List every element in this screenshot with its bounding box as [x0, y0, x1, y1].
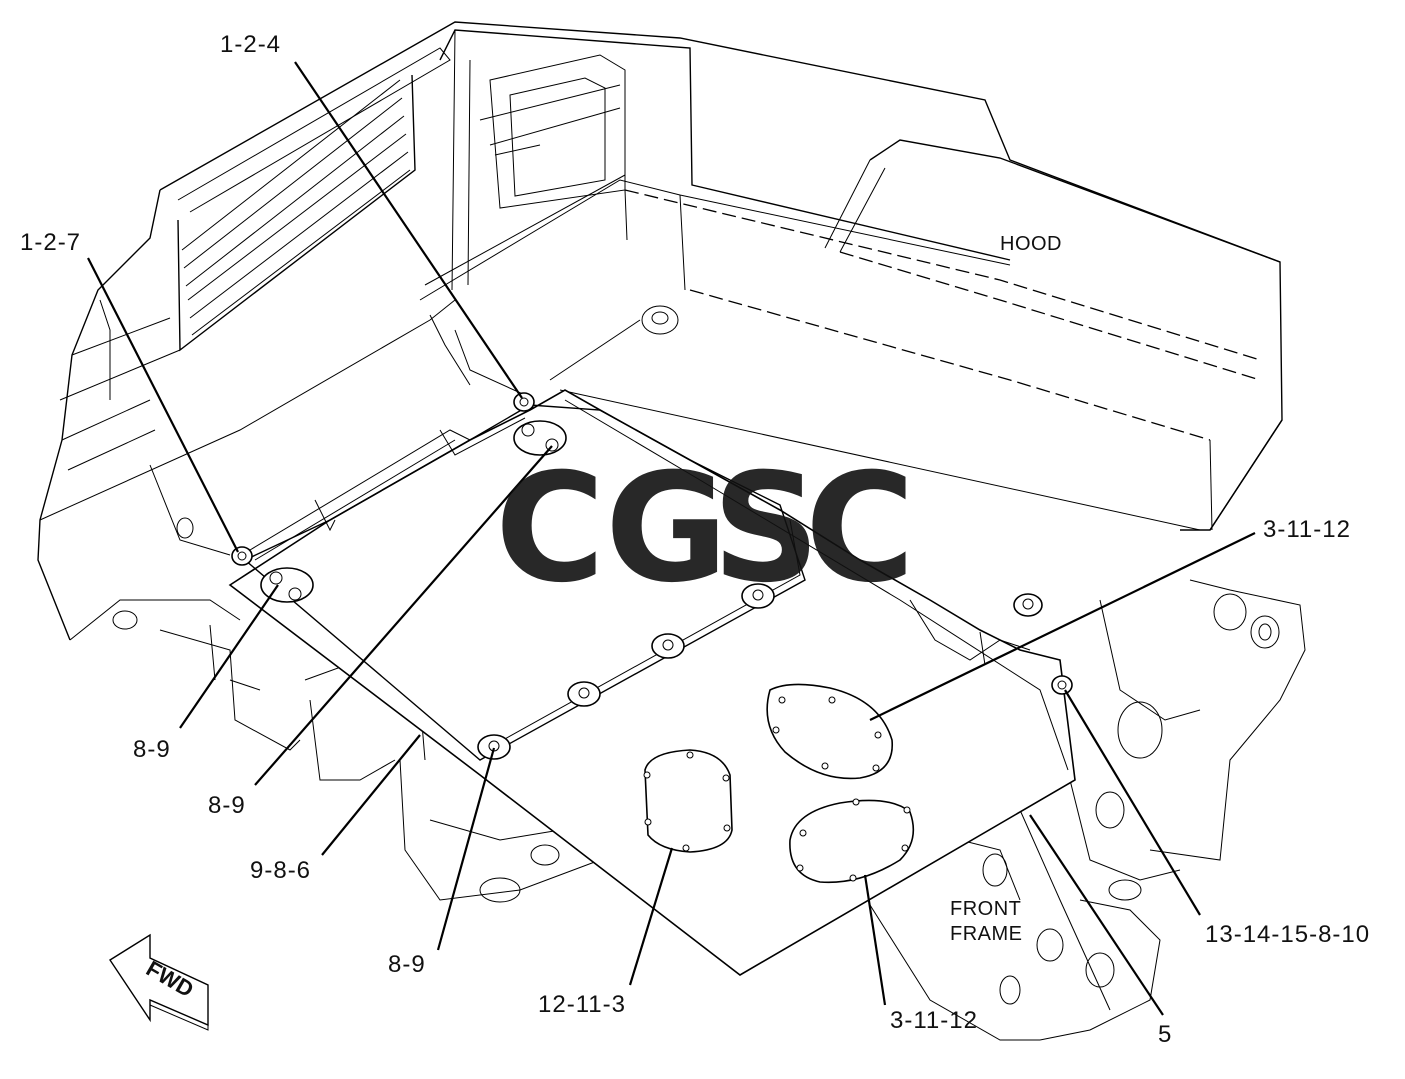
access-cover-left	[643, 749, 733, 853]
bolts	[231, 392, 1073, 760]
callout-5: 5	[1158, 1021, 1172, 1048]
callout-8-9-left: 8-9	[133, 736, 171, 763]
labels: HOOD FRONT FRAME 1-2-4 1-2-7 3-11-12 8-9…	[20, 31, 1370, 1048]
fwd-label: FWD	[142, 956, 198, 1003]
cab-structure	[37, 21, 1283, 641]
bolt	[1051, 675, 1073, 695]
callout-8-9-bottom: 8-9	[388, 951, 426, 978]
access-cover-upper	[766, 683, 893, 780]
fwd-arrow-icon: FWD	[109, 933, 209, 1031]
bolt	[260, 567, 314, 603]
leader-lines	[87, 61, 1256, 1016]
watermark-letter-3: S	[712, 442, 820, 616]
callout-3-11-12-bottom: 3-11-12	[890, 1007, 978, 1034]
bolt	[741, 583, 775, 609]
bolt	[651, 633, 685, 659]
callout-13-14-15-8-10: 13-14-15-8-10	[1205, 921, 1370, 948]
front-frame-label-line1: FRONT	[950, 898, 1021, 920]
hood-label: HOOD	[1000, 233, 1062, 255]
front-frame-label-line2: FRAME	[950, 923, 1023, 945]
bolt	[231, 546, 253, 566]
callout-12-11-3: 12-11-3	[538, 991, 626, 1018]
callout-1-2-4: 1-2-4	[220, 31, 281, 58]
callout-9-8-6: 9-8-6	[250, 857, 311, 884]
bolt	[477, 734, 511, 760]
watermark-letter-2: G	[605, 442, 728, 616]
access-covers	[643, 683, 915, 884]
watermark-letter-4: C	[805, 442, 915, 616]
watermark-letter-1: C	[495, 442, 605, 616]
bolt	[513, 392, 535, 412]
callout-1-2-7: 1-2-7	[20, 229, 81, 256]
access-cover-lower	[789, 798, 915, 884]
cgsc-watermark: C G S C	[495, 442, 915, 616]
bolt	[1013, 593, 1043, 617]
callout-3-11-12-top: 3-11-12	[1263, 516, 1351, 543]
bolt	[513, 420, 567, 456]
bolt	[567, 681, 601, 707]
callout-8-9-middle: 8-9	[208, 792, 246, 819]
